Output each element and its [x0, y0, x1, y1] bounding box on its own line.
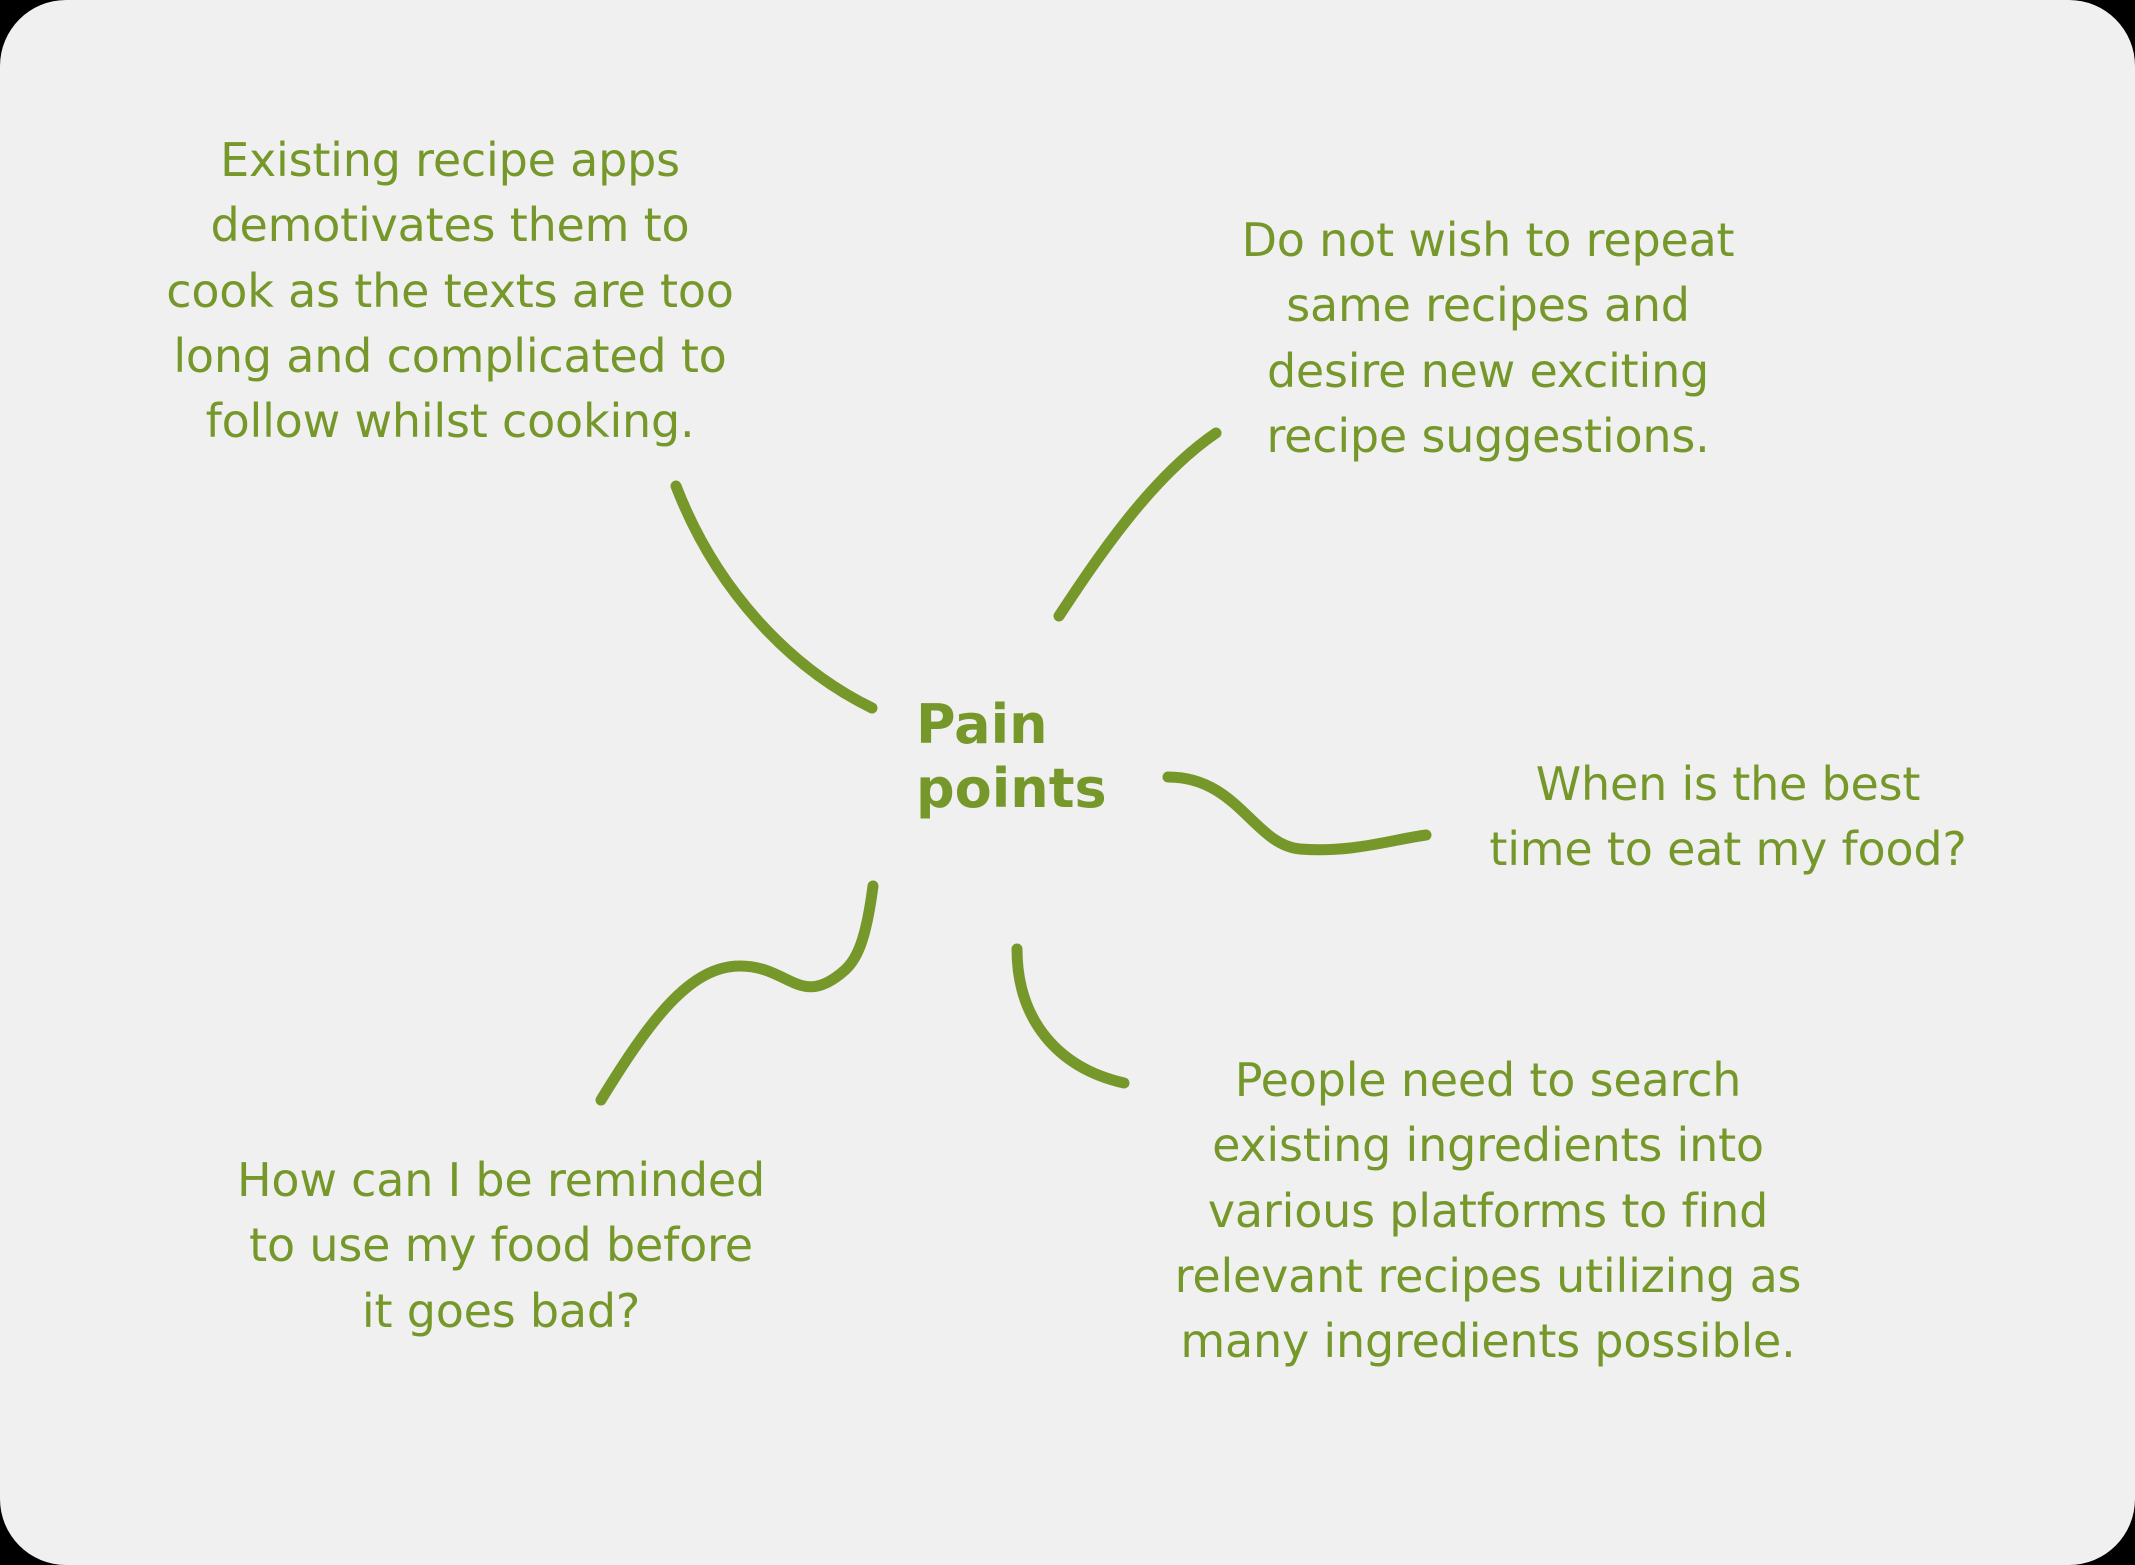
node-topleft: Existing recipe apps demotivates them to… — [166, 133, 734, 449]
node-bottomleft: How can I be reminded to use my food bef… — [237, 1153, 765, 1338]
connector-bottomright — [1011, 943, 1130, 1089]
node-topright: Do not wish to repeat same recipes and d… — [1241, 213, 1735, 463]
connector-bottomleft — [595, 880, 879, 1106]
node-right: When is the best time to eat my food? — [1489, 757, 1967, 877]
node-bottomright: People need to search existing ingredien… — [1174, 1053, 1802, 1369]
center-label: Pain points — [916, 693, 1107, 820]
connector-topright — [1053, 427, 1222, 622]
connector-topleft — [670, 480, 878, 714]
